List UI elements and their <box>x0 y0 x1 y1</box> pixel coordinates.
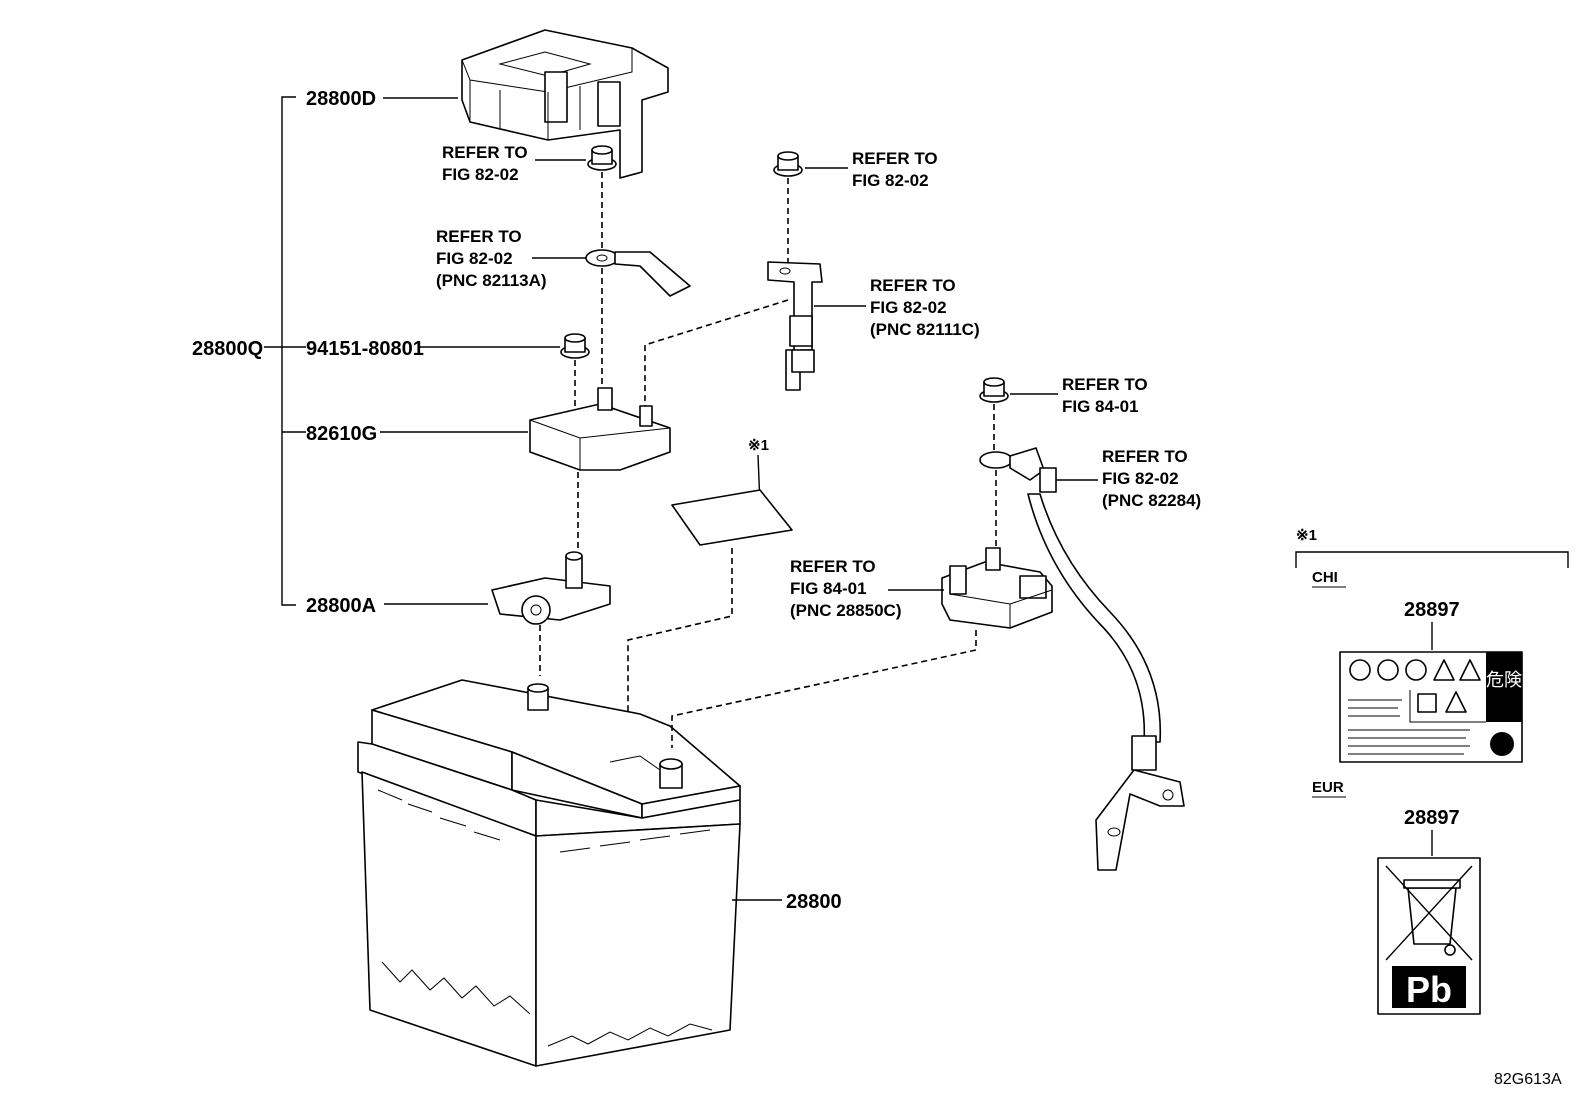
battery-terminal-cover-28800d <box>461 29 669 179</box>
crossed-bin-icon <box>1385 865 1473 961</box>
caution-icon <box>1433 659 1455 681</box>
bolt-icon <box>979 377 1009 403</box>
cable-82111c <box>767 261 823 391</box>
refer-label-5: REFER TO FIG 84-01 <box>1062 375 1148 416</box>
region-eur-label: EUR <box>1312 779 1344 796</box>
region-chi-label: CHI <box>1312 569 1338 586</box>
svg-text:FIG 84-01: FIG 84-01 <box>790 579 867 598</box>
figure-id: 82G613A <box>1494 1071 1562 1088</box>
note-box-frame <box>1295 551 1569 568</box>
svg-text:REFER TO: REFER TO <box>870 276 956 295</box>
svg-text:FIG 82-02: FIG 82-02 <box>442 165 519 184</box>
nut-icon <box>560 333 590 359</box>
svg-text:REFER TO: REFER TO <box>790 557 876 576</box>
svg-text:(PNC 82113A): (PNC 82113A) <box>436 271 547 290</box>
refer-label-3: REFER TO FIG 82-02 <box>852 149 938 190</box>
svg-text:REFER TO: REFER TO <box>436 227 522 246</box>
keep-children-away-icon <box>1405 659 1427 681</box>
manual-icon <box>1417 693 1437 713</box>
part-number-28800a[interactable]: 28800A <box>306 595 376 617</box>
part-number-28800q[interactable]: 28800Q <box>192 338 263 360</box>
explosive-icon <box>1445 691 1467 713</box>
eye-protection-icon <box>1377 659 1399 681</box>
svg-text:(PNC 28850C): (PNC 28850C) <box>790 601 902 620</box>
note-box-mark: ※1 <box>1296 527 1317 544</box>
svg-text:FIG 82-02: FIG 82-02 <box>852 171 929 190</box>
label-sticker <box>671 489 793 546</box>
refer-label-4: REFER TO FIG 82-02 (PNC 82111C) <box>870 276 980 339</box>
danger-glyphs: 危険 <box>1486 670 1522 691</box>
svg-text:REFER TO: REFER TO <box>442 143 528 162</box>
bolt-icon <box>773 151 803 177</box>
terminal-clamp-28800a <box>491 551 611 625</box>
part-number-94151-80801[interactable]: 94151-80801 <box>306 338 424 360</box>
svg-text:REFER TO: REFER TO <box>852 149 938 168</box>
svg-text:(PNC 82111C): (PNC 82111C) <box>870 320 980 339</box>
corrosive-icon <box>1459 659 1481 681</box>
svg-text:REFER TO: REFER TO <box>1102 447 1188 466</box>
refer-label-2: REFER TO FIG 82-02 (PNC 82113A) <box>436 227 547 290</box>
svg-text:FIG 84-01: FIG 84-01 <box>1062 397 1139 416</box>
bolt-icon <box>587 145 617 171</box>
cable-lug-82113a <box>585 249 691 297</box>
part-number-28897-eur[interactable]: 28897 <box>1404 807 1460 829</box>
fuse-block-82610g <box>529 387 671 471</box>
battery-28800 <box>357 679 741 1067</box>
svg-text:FIG 82-02: FIG 82-02 <box>870 298 947 317</box>
svg-text:FIG 82-02: FIG 82-02 <box>1102 469 1179 488</box>
no-smoking-icon <box>1349 659 1371 681</box>
part-number-82610g[interactable]: 82610G <box>306 423 377 445</box>
c-mark-icon <box>1490 732 1514 756</box>
battery-sensor-28850c <box>941 547 1053 629</box>
refer-label-6: REFER TO FIG 82-02 (PNC 82284) <box>1102 447 1201 510</box>
recycling-label-eur: Pb <box>1377 857 1481 1015</box>
note-mark: ※1 <box>748 437 769 454</box>
part-number-28897-chi[interactable]: 28897 <box>1404 599 1460 621</box>
refer-label-1: REFER TO FIG 82-02 <box>442 143 528 184</box>
svg-text:(PNC 82284): (PNC 82284) <box>1102 491 1201 510</box>
negative-cable-82284 <box>979 447 1185 871</box>
group-bracket-28800q <box>264 96 306 606</box>
part-number-28800d[interactable]: 28800D <box>306 88 376 110</box>
svg-text:REFER TO: REFER TO <box>1062 375 1148 394</box>
part-number-28800[interactable]: 28800 <box>786 891 842 913</box>
svg-text:FIG 82-02: FIG 82-02 <box>436 249 513 268</box>
refer-label-7: REFER TO FIG 84-01 (PNC 28850C) <box>790 557 902 620</box>
lead-symbol: Pb <box>1406 969 1452 1010</box>
warning-label-chi: 危険 <box>1339 651 1523 763</box>
